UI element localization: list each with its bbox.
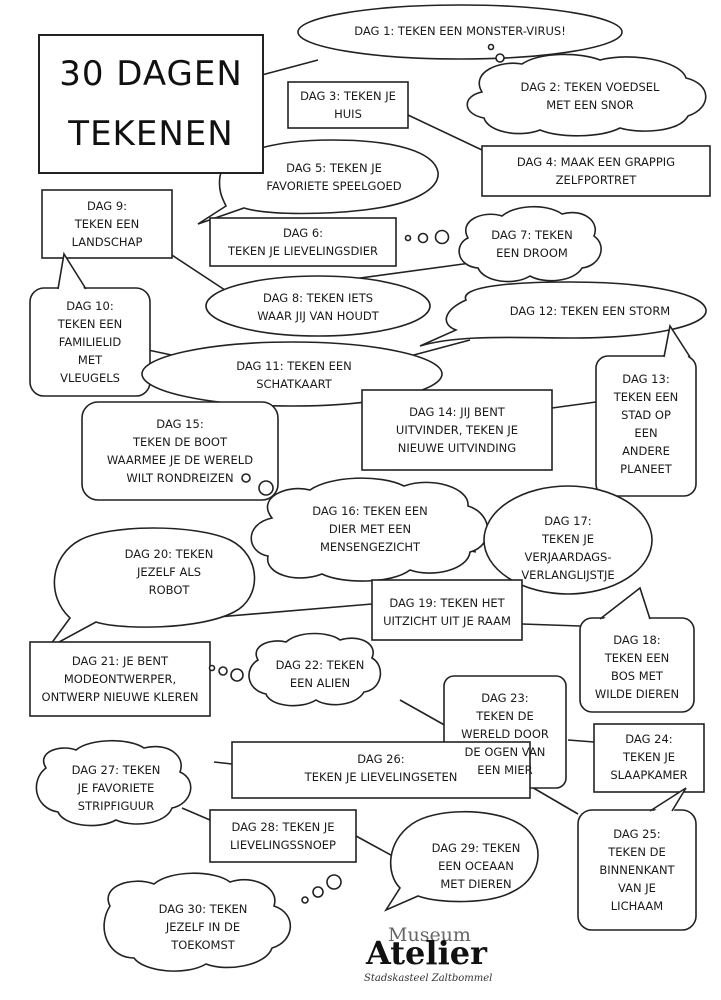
logo-atelier-text: Atelier xyxy=(366,934,487,972)
day-22-label: DAG 22: TEKEN EEN ALIEN xyxy=(275,658,365,690)
day-30-label: DAG 30: TEKEN JEZELF IN DE TOEKOMST xyxy=(158,902,248,952)
day-27-label: DAG 27: TEKEN JE FAVORIETE STRIPFIGUUR xyxy=(71,763,161,813)
day-17-label: DAG 17: TEKEN JE VERJAARDAGS- VERLANGLIJ… xyxy=(521,514,615,582)
day-28-label: DAG 28: TEKEN JE LIEVELINGSSNOEP xyxy=(230,820,336,852)
day-6-label: DAG 6: TEKEN JE LIEVELINGSDIER xyxy=(228,226,378,258)
day-2-label: DAG 2: TEKEN VOEDSEL MET EEN SNOR xyxy=(520,80,660,112)
day-26-label: DAG 26: TEKEN JE LIEVELINGSETEN xyxy=(304,752,458,784)
day-15-label: DAG 15: TEKEN DE BOOT WAARMEE JE DE WERE… xyxy=(106,417,254,485)
day-8-label: DAG 8: TEKEN IETS WAAR JIJ VAN HOUDT xyxy=(257,291,379,323)
day-14-label: DAG 14: JIJ BENT UITVINDER, TEKEN JE NIE… xyxy=(395,405,519,455)
day-3-label: DAG 3: TEKEN JE HUIS xyxy=(300,89,396,121)
day-21-label: DAG 21: JE BENT MODEONTWERPER, ONTWERP N… xyxy=(41,654,199,704)
day-13-label: DAG 13: TEKEN EEN STAD OP EEN ANDERE PLA… xyxy=(613,372,679,476)
day-23-label: DAG 23: TEKEN DE WERELD DOOR DE OGEN VAN… xyxy=(461,691,549,777)
title-line-1: 30 DAGEN xyxy=(59,54,243,94)
logo-museum-text: Museum xyxy=(388,924,471,946)
day-29-label: DAG 29: TEKEN EEN OCEAAN MET DIEREN xyxy=(431,841,521,891)
day-7-label: DAG 7: TEKEN EEN DROOM xyxy=(491,228,573,260)
day-18-label: DAG 18: TEKEN EEN BOS MET WILDE DIEREN xyxy=(594,633,680,701)
day-19-label: DAG 19: TEKEN HET UITZICHT UIT JE RAAM xyxy=(383,596,511,628)
day-16-label: DAG 16: TEKEN EEN DIER MET EEN MENSENGEZ… xyxy=(312,504,428,554)
museum-atelier-logo: Museum Atelier Stadskasteel Zaltbommel xyxy=(360,920,530,990)
day-12-label: DAG 12: TEKEN EEN STORM xyxy=(509,304,671,318)
day-25-label: DAG 25: TEKEN DE BINNENKANT VAN JE LICHA… xyxy=(599,827,675,913)
title-line-2: TEKENEN xyxy=(68,114,234,154)
logo-location-text: Stadskasteel Zaltbommel xyxy=(364,973,493,984)
page-title: 30 DAGEN TEKENEN xyxy=(38,34,264,174)
day-20-label: DAG 20: TEKEN JEZELF ALS ROBOT xyxy=(124,547,214,597)
day-9-label: DAG 9: TEKEN EEN LANDSCHAP xyxy=(71,199,143,249)
day-1-label: DAG 1: TEKEN EEN MONSTER-VIRUS! xyxy=(354,24,566,38)
day-10-label: DAG 10: TEKEN EEN FAMILIELID MET VLEUGEL… xyxy=(57,299,123,385)
day-24-label: DAG 24: TEKEN JE SLAAPKAMER xyxy=(610,732,688,782)
day-11-label: DAG 11: TEKEN EEN SCHATKAART xyxy=(236,359,352,391)
day-5-label: DAG 5: TEKEN JE FAVORIETE SPEELGOED xyxy=(266,161,402,193)
day-4-label: DAG 4: MAAK EEN GRAPPIG ZELFPORTRET xyxy=(516,155,676,187)
